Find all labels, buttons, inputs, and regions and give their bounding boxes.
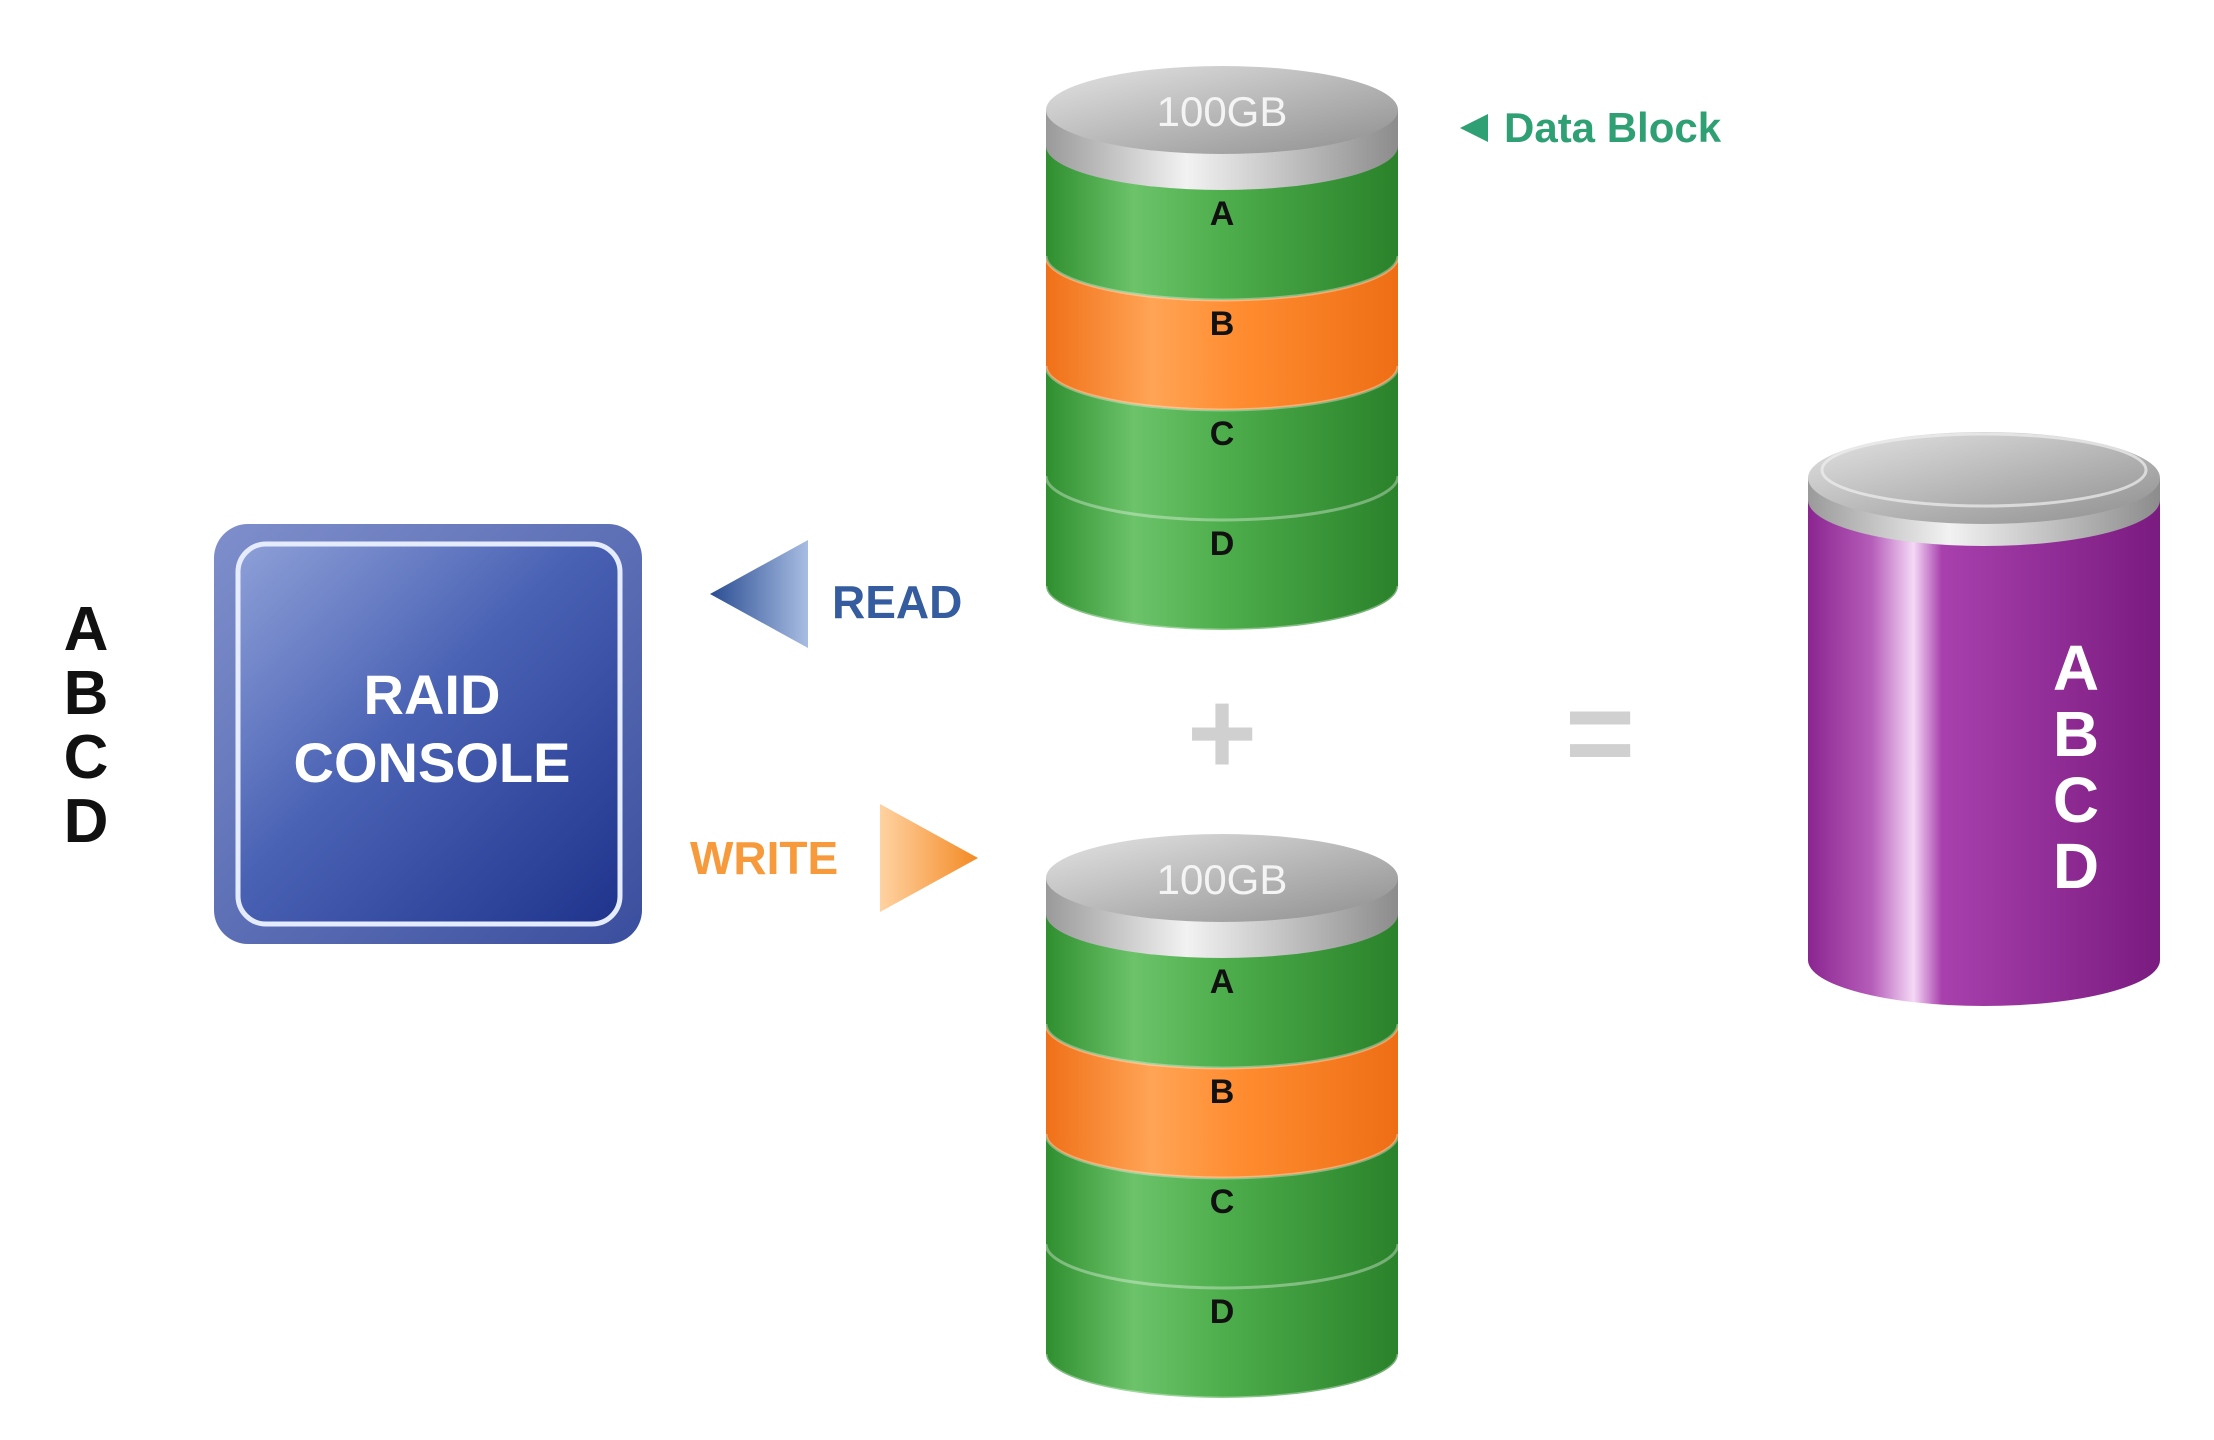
logical-volume: A B C D bbox=[1808, 432, 2160, 1006]
band-divider bbox=[1044, 255, 1400, 302]
block-band bbox=[1046, 1244, 1398, 1398]
block-label: C bbox=[1210, 415, 1235, 453]
result-letter-d: D bbox=[2053, 830, 2099, 902]
disk-capacity-label: 100GB bbox=[1157, 88, 1288, 135]
block-label: C bbox=[1210, 1183, 1235, 1221]
block-label: D bbox=[1210, 525, 1235, 563]
band-divider bbox=[1044, 475, 1400, 522]
block-label: A bbox=[1210, 963, 1235, 1001]
write-label: WRITE bbox=[690, 832, 838, 884]
disk-capacity-label: 100GB bbox=[1157, 856, 1288, 903]
read-label: READ bbox=[832, 576, 962, 628]
block-label: B bbox=[1210, 1073, 1235, 1111]
source-letter-a: A bbox=[64, 595, 109, 664]
source-letter-b: B bbox=[64, 659, 109, 728]
data-block-callout: Data Block bbox=[1460, 104, 1722, 151]
band-divider bbox=[1044, 1133, 1400, 1180]
result-letter-b: B bbox=[2053, 698, 2099, 770]
band-divider bbox=[1044, 1023, 1400, 1070]
band-divider bbox=[1044, 1353, 1400, 1400]
band-divider bbox=[1044, 585, 1400, 632]
console-label-line1: RAID bbox=[364, 663, 501, 726]
block-label: B bbox=[1210, 305, 1235, 343]
data-block-label: Data Block bbox=[1504, 104, 1722, 151]
block-band bbox=[1046, 366, 1398, 520]
pointer-arrow-icon bbox=[1460, 114, 1488, 142]
block-label: A bbox=[1210, 195, 1235, 233]
block-band bbox=[1046, 914, 1398, 1068]
result-letter-c: C bbox=[2053, 764, 2099, 836]
block-band bbox=[1046, 256, 1398, 410]
source-letter-c: C bbox=[64, 723, 109, 792]
block-band bbox=[1046, 146, 1398, 300]
read-arrow-icon bbox=[710, 540, 808, 648]
disk-lid bbox=[1046, 66, 1398, 154]
result-letter-a: A bbox=[2053, 632, 2099, 704]
read-indicator: READ bbox=[710, 540, 962, 648]
disk-1: D C B A 100GB bbox=[1044, 66, 1400, 632]
block-band bbox=[1046, 1024, 1398, 1178]
write-arrow-icon bbox=[880, 804, 978, 912]
band-divider bbox=[1044, 365, 1400, 412]
source-letter-d: D bbox=[64, 787, 109, 856]
raid-console: RAID CONSOLE bbox=[214, 524, 642, 944]
equals-symbol: = bbox=[1565, 666, 1635, 800]
block-band bbox=[1046, 476, 1398, 630]
disk-lid bbox=[1046, 834, 1398, 922]
plus-symbol: + bbox=[1187, 666, 1257, 800]
write-indicator: WRITE bbox=[690, 804, 978, 912]
block-band bbox=[1046, 1134, 1398, 1288]
band-divider bbox=[1044, 1243, 1400, 1290]
source-letters: A B C D bbox=[64, 595, 109, 856]
block-label: D bbox=[1210, 1293, 1235, 1331]
result-letters: A B C D bbox=[2053, 632, 2099, 902]
console-label-line2: CONSOLE bbox=[294, 731, 571, 794]
disk-2: D C B A 100GB bbox=[1044, 834, 1400, 1400]
